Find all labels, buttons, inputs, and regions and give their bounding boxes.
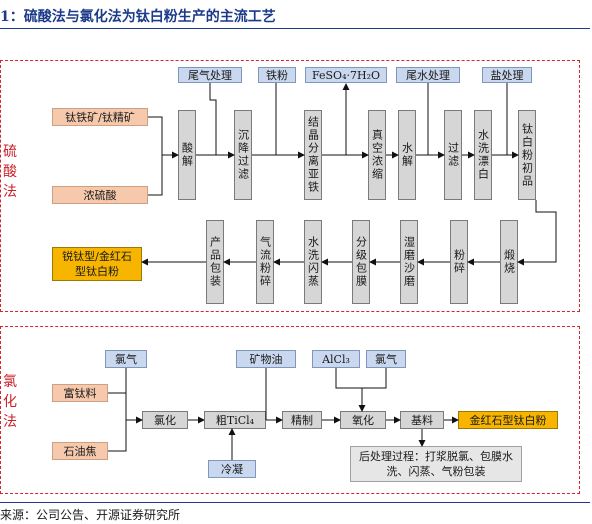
step-jet-milling: 气流粉碎 — [256, 220, 274, 304]
iron-powder: 铁粉 — [258, 67, 296, 83]
sulfate-panel — [0, 60, 580, 312]
step-crude-product: 钛白粉初品 — [518, 110, 536, 200]
figure-title: 1：硫酸法与氯化法为钛白粉生产的主流工艺 — [0, 9, 276, 25]
mineral-oil: 矿物油 — [236, 350, 296, 368]
ferrous-sulfate: FeSO₄·7H₂O — [305, 67, 387, 83]
step-crystallization: 结晶分离亚铁 — [304, 110, 322, 200]
chloride-product: 金红石型钛白粉 — [458, 411, 558, 429]
step-base-material: 基料 — [400, 411, 444, 429]
step-washing-bleaching: 水洗漂白 — [474, 110, 492, 200]
tail-water-treatment: 尾水处理 — [396, 67, 460, 83]
bottom-rule — [0, 502, 590, 503]
step-filtration: 过滤 — [444, 110, 462, 200]
sulfuric-acid-input: 浓硫酸 — [52, 186, 148, 204]
rich-titanium-input: 富钛料 — [52, 384, 108, 402]
step-settling-filtration: 沉降过滤 — [234, 110, 252, 200]
sulfate-side-label: 硫酸法 — [3, 144, 17, 200]
chloride-panel — [0, 326, 580, 494]
salt-treatment: 盐处理 — [482, 67, 532, 83]
step-crushing: 粉碎 — [450, 220, 468, 304]
step-hydrolysis: 水解 — [398, 110, 416, 200]
chlorine-input: 氯气 — [105, 350, 147, 368]
source-note: 来源：公司公告、开源证券研究所 — [0, 508, 181, 522]
tail-gas-treatment: 尾气处理 — [178, 67, 242, 83]
step-calcination: 煅烧 — [500, 220, 518, 304]
ilmenite-input: 钛铁矿/钛精矿 — [52, 108, 148, 126]
title-rule — [0, 28, 590, 29]
step-chlorination: 氯化 — [142, 411, 188, 429]
sulfate-product: 锐钛型/金红石型钛白粉 — [52, 247, 142, 281]
chloride-side-label: 氯化法 — [3, 374, 17, 430]
step-refining: 精制 — [282, 411, 322, 429]
step-oxidation: 氧化 — [340, 411, 386, 429]
alcl3-input: AlCl₃ — [312, 350, 360, 368]
petroleum-coke-input: 石油焦 — [52, 442, 108, 460]
step-vacuum-concentration: 真空浓缩 — [368, 110, 386, 200]
post-treatment-note: 后处理过程：打浆脱氯、包膜水洗、闪蒸、气粉包装 — [350, 446, 522, 482]
condensation: 冷凝 — [208, 460, 256, 478]
chlorine-input-2: 氯气 — [366, 350, 406, 368]
